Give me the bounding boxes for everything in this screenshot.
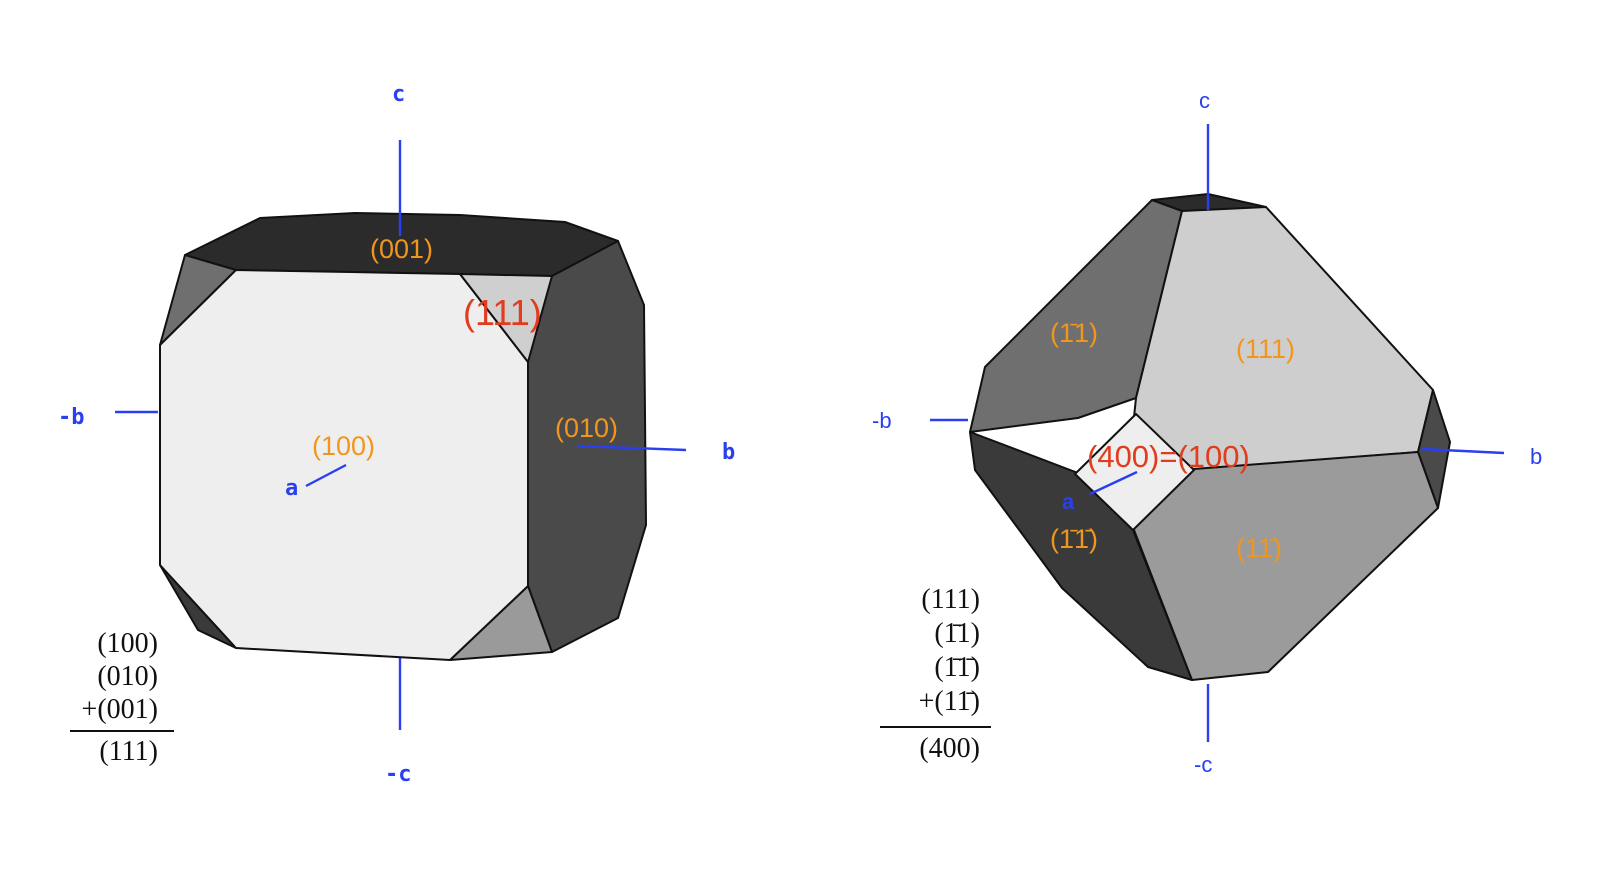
right-axis-neg-c-label: -c [1194,752,1212,777]
left-axis-neg-b-label: -b [58,405,85,430]
right-axis-a-label: a [1062,489,1075,514]
right-label-111: (111) [1236,334,1295,364]
left-sum-term-3: +(001) [82,694,158,725]
right-label-1b11: (1̄1) [1050,318,1098,348]
right-axis-c-label: c [1199,88,1210,113]
left-sum: (100) (010) +(001) (111) [70,628,174,767]
left-crystal: c -c b -b a (001) (100) (010) (111) (100… [58,82,735,787]
left-axis-b-label: b [722,440,735,465]
right-sum: (111) (1̄1) (1̄1̄) +(11̄) (400) [880,584,991,764]
left-axis-c-label: c [392,82,405,107]
right-sum-term-2: (1̄1) [934,618,980,649]
left-axis-a-line [305,463,347,488]
left-label-100: (100) [312,431,375,461]
right-sum-result: (400) [919,733,980,764]
left-axis-a-label: a [285,476,298,501]
right-axis-b-line [1421,447,1505,455]
left-sum-term-1: (100) [97,628,158,659]
right-axis-a-line [1089,470,1138,496]
left-label-111: (111) [463,292,542,333]
left-axis-neg-c-label: -c [385,762,412,787]
right-label-400: (400)=(100) [1087,439,1250,474]
right-sum-term-3: (1̄1̄) [934,652,980,683]
left-label-010: (010) [555,413,618,443]
left-sum-term-2: (010) [97,661,158,692]
right-label-1b1b1: (1̄1̄) [1050,524,1098,554]
right-crystal: c -c b -b a (1̄1) (111) (1̄1̄) (11̄) (40… [872,88,1542,777]
left-axis-b-line [577,444,687,452]
right-axis-b-label: b [1530,444,1542,469]
left-sum-result: (111) [99,736,158,767]
left-face-111 [459,273,553,363]
right-axis-neg-b-label: -b [872,408,892,433]
right-sum-term-4: +(11̄) [919,686,980,717]
left-label-001: (001) [370,234,433,264]
right-sum-term-1: (111) [921,584,980,615]
right-label-111b: (11̄) [1236,533,1282,563]
